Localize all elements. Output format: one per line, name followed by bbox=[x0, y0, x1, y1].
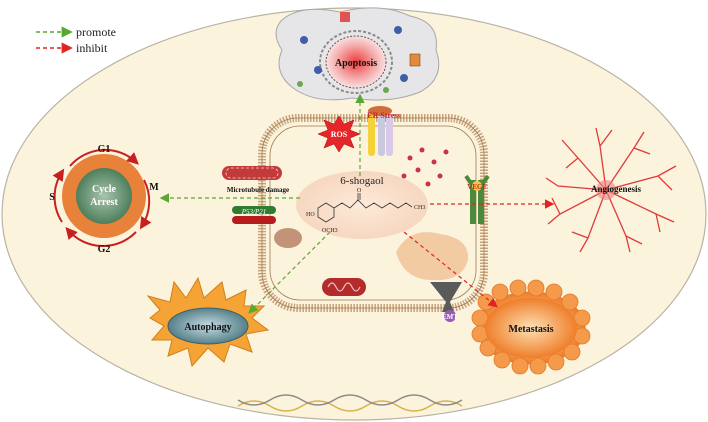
autophagy-cell bbox=[146, 276, 270, 368]
autophagy-label: Autophagy bbox=[184, 322, 231, 333]
chem-ch3: CH3 bbox=[414, 205, 425, 211]
dna-helix bbox=[237, 394, 463, 412]
vesicle-dots bbox=[401, 147, 449, 187]
compound-pad bbox=[296, 171, 428, 239]
g2-label: G2 bbox=[98, 244, 111, 255]
ribosome-cluster bbox=[274, 228, 302, 248]
ros-label: ROS bbox=[331, 130, 348, 139]
legend-promote: promote bbox=[76, 25, 116, 39]
chem-och3: OCH3 bbox=[322, 228, 338, 234]
apoptosis-cell bbox=[275, 7, 440, 101]
s-label: S bbox=[49, 192, 55, 203]
p53-p21-icon bbox=[232, 206, 276, 224]
ros-burst bbox=[317, 115, 361, 153]
arrest-label: Arrest bbox=[90, 197, 118, 208]
apoptosis-label: Apoptosis bbox=[335, 58, 377, 69]
chem-o: O bbox=[357, 188, 362, 194]
legend: promote inhibit bbox=[36, 25, 116, 55]
golgi-body bbox=[396, 232, 469, 281]
chem-ho: HO bbox=[306, 212, 315, 218]
emt-label: EMT bbox=[442, 313, 458, 321]
legend-inhibit: inhibit bbox=[76, 41, 108, 55]
angiogenesis-label: Angiogenesis bbox=[591, 184, 642, 194]
compound-name: 6-shogaol bbox=[340, 175, 383, 187]
er-stress-icon bbox=[368, 106, 393, 156]
vegf-receptor bbox=[464, 174, 490, 224]
vegf-label: VEGF bbox=[467, 183, 486, 191]
microtubule-icon bbox=[222, 166, 282, 180]
er-stress-label: ER Stress bbox=[367, 111, 400, 120]
cell-cycle bbox=[52, 148, 152, 248]
mitochondrion bbox=[322, 278, 366, 296]
arrow-to-autophagy bbox=[248, 231, 331, 314]
metastasis-label: Metastasis bbox=[509, 324, 554, 335]
m-label: M bbox=[149, 182, 159, 193]
emt-receptor bbox=[430, 282, 462, 322]
metastasis-cluster bbox=[471, 279, 591, 375]
microtubule-label: Microtubule damage bbox=[227, 186, 289, 194]
g1-label: G1 bbox=[98, 144, 111, 155]
p53-p21-label: P53/P21 bbox=[241, 208, 267, 216]
chemical-structure bbox=[317, 193, 413, 223]
cycle-label: Cycle bbox=[92, 184, 116, 195]
angiogenesis-core bbox=[596, 180, 616, 200]
arrow-to-metastasis bbox=[403, 231, 498, 308]
